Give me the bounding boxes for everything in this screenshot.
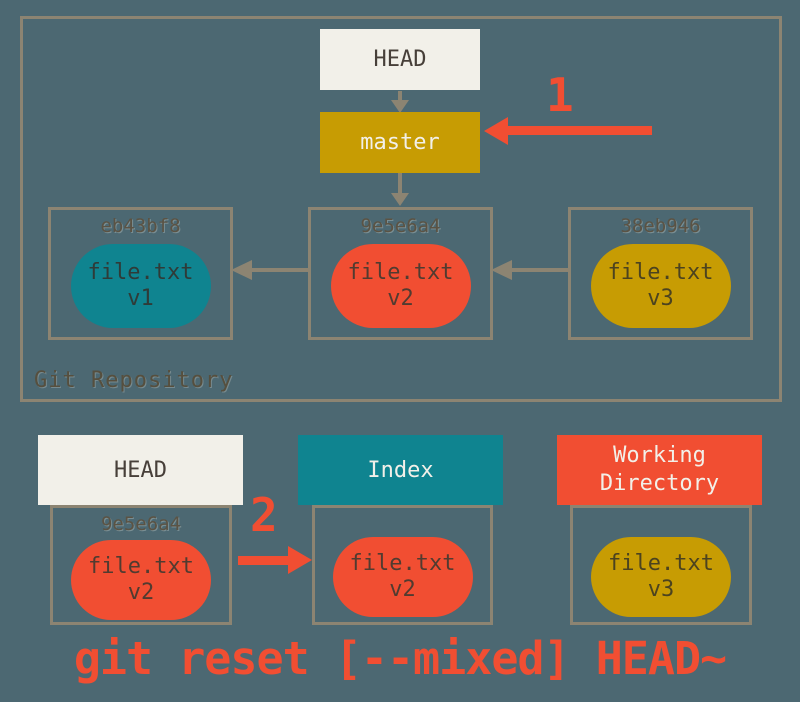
file-name: file.txt bbox=[349, 550, 456, 576]
head-node-label: HEAD bbox=[373, 47, 427, 72]
git-command-caption: git reset [--mixed] HEAD~ bbox=[73, 632, 727, 685]
arrow-commit2-to-commit1-line bbox=[250, 268, 308, 272]
step-2-arrow-line bbox=[238, 556, 290, 565]
file-name: file.txt bbox=[347, 259, 454, 285]
arrow-commit3-to-commit2-head-icon bbox=[491, 260, 512, 280]
bottom-head-header: HEAD bbox=[38, 435, 243, 505]
arrow-master-to-commit-line bbox=[398, 173, 402, 195]
master-branch-label: master bbox=[360, 130, 440, 155]
file-pill-v3: file.txt v3 bbox=[590, 244, 731, 328]
step-1-arrow-head-icon bbox=[484, 117, 508, 145]
index-box: file.txt v2 bbox=[312, 505, 493, 625]
arrow-commit3-to-commit2-line bbox=[510, 268, 568, 272]
file-name: file.txt bbox=[88, 553, 194, 579]
working-directory-header: Working Directory bbox=[557, 435, 762, 505]
working-directory-box: file.txt v3 bbox=[570, 505, 752, 625]
file-pill-v2: file.txt v2 bbox=[330, 244, 471, 328]
step-1-label: 1 bbox=[546, 68, 574, 122]
git-repository-label: Git Repository bbox=[34, 368, 234, 393]
arrow-head-to-master-line bbox=[398, 91, 402, 103]
bottom-head-commit-box: 9e5e6a4 file.txt v2 bbox=[50, 505, 232, 625]
commit-hash: eb43bf8 bbox=[100, 215, 181, 237]
file-name: file.txt bbox=[87, 259, 194, 285]
file-version: v3 bbox=[647, 286, 674, 311]
working-directory-title: Working Directory bbox=[599, 443, 720, 496]
file-pill-v1: file.txt v1 bbox=[70, 244, 211, 328]
arrow-head-to-master-head-icon bbox=[391, 100, 409, 113]
index-header: Index bbox=[298, 435, 503, 505]
head-node: HEAD bbox=[320, 29, 480, 90]
file-version: v3 bbox=[647, 577, 675, 602]
index-file-pill: file.txt v2 bbox=[332, 537, 473, 617]
file-name: file.txt bbox=[608, 550, 714, 576]
index-title: Index bbox=[367, 457, 434, 483]
working-directory-file-pill: file.txt v3 bbox=[591, 537, 731, 617]
file-version: v2 bbox=[127, 580, 155, 605]
file-version: v2 bbox=[387, 286, 414, 311]
git-repository-box bbox=[20, 16, 782, 402]
arrow-commit2-to-commit1-head-icon bbox=[231, 260, 252, 280]
bottom-head-file-pill: file.txt v2 bbox=[71, 540, 211, 620]
arrow-master-to-commit-head-icon bbox=[391, 193, 409, 206]
file-version: v2 bbox=[389, 577, 416, 602]
step-2-arrow-head-icon bbox=[288, 546, 312, 574]
bottom-head-title: HEAD bbox=[114, 457, 167, 483]
commit-box-9e5e6a4: 9e5e6a4 file.txt v2 bbox=[308, 207, 493, 340]
commit-box-eb43bf8: eb43bf8 file.txt v1 bbox=[48, 207, 233, 340]
master-branch-node: master bbox=[320, 112, 480, 173]
file-name: file.txt bbox=[607, 259, 714, 285]
commit-box-38eb946: 38eb946 file.txt v3 bbox=[568, 207, 753, 340]
file-version: v1 bbox=[127, 286, 154, 311]
commit-hash: 9e5e6a4 bbox=[360, 215, 441, 237]
step-1-arrow-line bbox=[502, 126, 652, 135]
bottom-head-commit-hash: 9e5e6a4 bbox=[100, 513, 182, 535]
commit-hash: 38eb946 bbox=[620, 215, 701, 237]
step-2-label: 2 bbox=[250, 488, 278, 542]
